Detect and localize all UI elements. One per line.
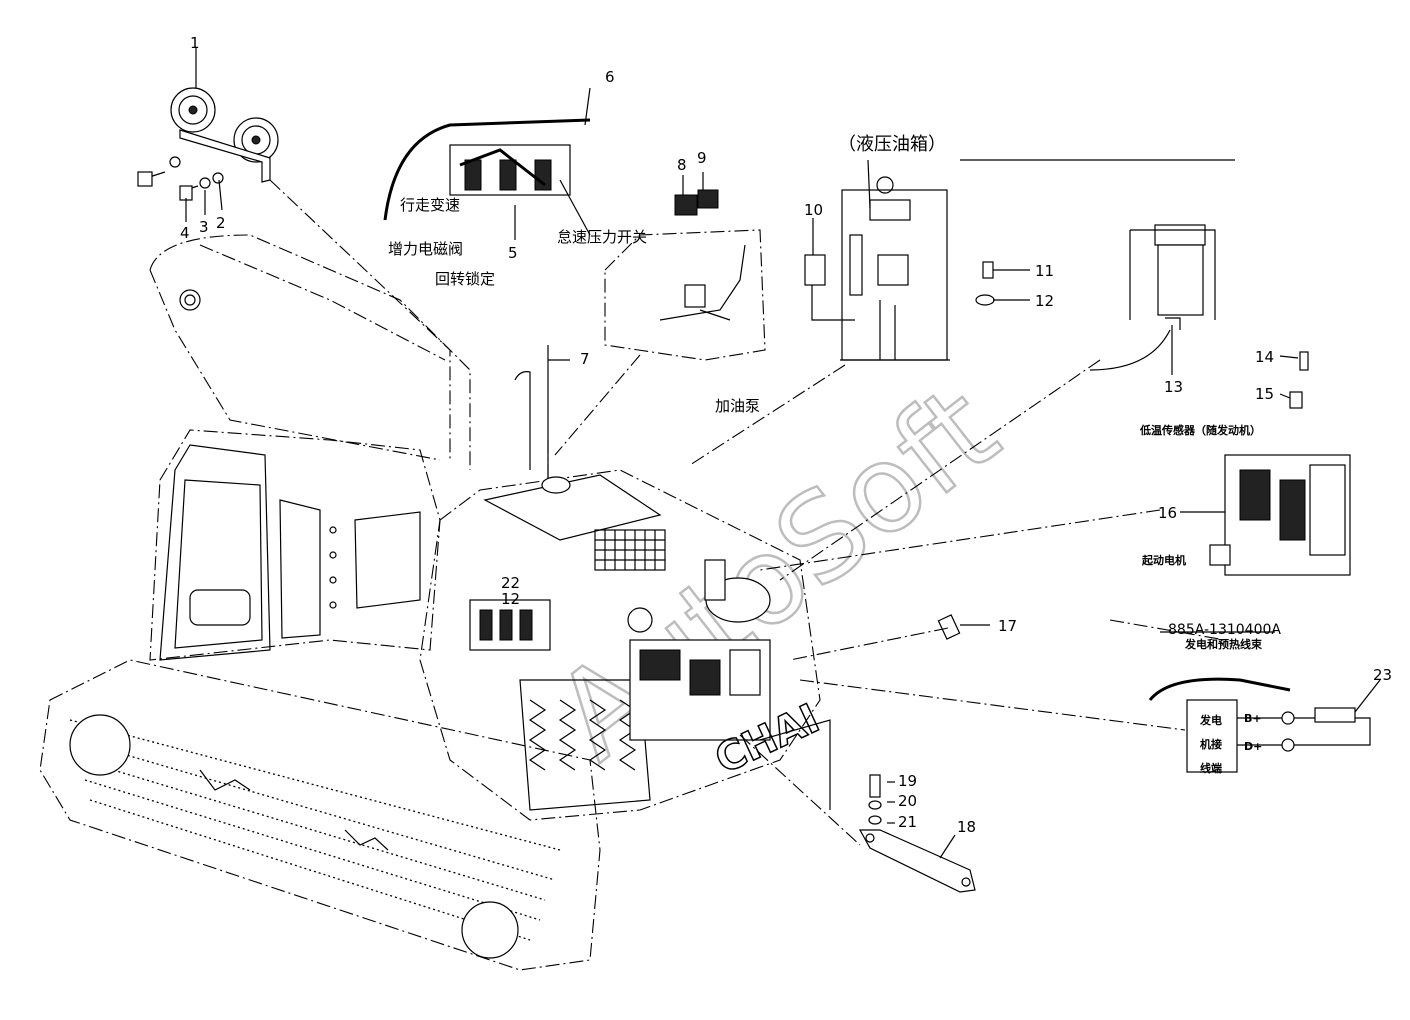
- component-labels: 行走变速 增力电磁阀 回转锁定 怠速压力开关 加油泵 （液压油箱） 低温传感器（…: [388, 134, 1281, 775]
- callout-20: 20: [898, 792, 917, 810]
- label-hydraulic-tank: （液压油箱）: [838, 134, 946, 155]
- callout-12: 12: [1035, 292, 1054, 310]
- callout-18: 18: [957, 818, 976, 836]
- callout-13: 13: [1164, 378, 1183, 396]
- label-b-plus: B+: [1244, 712, 1262, 725]
- horn-assembly: [137, 87, 279, 201]
- fuel-pump-detail: [604, 229, 766, 361]
- hydraulic-tank: [840, 176, 950, 361]
- switch-parts: [674, 189, 719, 216]
- callout-8: 8: [677, 156, 687, 174]
- callout-leaders: [185, 48, 1381, 859]
- callout-10: 10: [804, 201, 823, 219]
- callout-11: 11: [1035, 262, 1054, 280]
- callout-numbers: 1 2 3 4 5 6 7 8 9 10 11 12 13 14 15 16 1…: [180, 34, 1392, 836]
- callout-7: 7: [580, 350, 590, 368]
- callout-12b: 12: [501, 590, 520, 608]
- callout-21: 21: [898, 813, 917, 831]
- label-d-plus: D+: [1244, 740, 1262, 753]
- valve-harness-assembly: [383, 118, 591, 221]
- label-alt-terminal-1: 发电: [1199, 713, 1222, 727]
- louvers: [528, 699, 637, 771]
- filter-assembly: [1089, 224, 1216, 371]
- label-alt-terminal-3: 线端: [1200, 761, 1222, 775]
- engine-assembly: [1209, 351, 1351, 576]
- callout-5: 5: [508, 244, 518, 262]
- label-idle-pressure-switch: 怠速压力开关: [557, 228, 647, 246]
- part-11-12: [975, 261, 995, 306]
- leader-lines: [269, 179, 1226, 846]
- callout-16: 16: [1158, 504, 1177, 522]
- callout-19: 19: [898, 772, 917, 790]
- callout-17: 17: [998, 617, 1017, 635]
- label-swing-lock: 回转锁定: [435, 270, 495, 288]
- callout-22: 22: [501, 574, 520, 592]
- label-low-temp-sensor: 低温传感器（随发动机）: [1139, 423, 1261, 437]
- label-boost-solenoid: 增力电磁阀: [388, 240, 463, 258]
- part-17: [937, 614, 961, 640]
- callout-4: 4: [180, 224, 190, 242]
- label-harness-name: 发电和预热线束: [1184, 637, 1263, 651]
- callout-6: 6: [605, 68, 615, 86]
- callout-2: 2: [216, 214, 226, 232]
- excavator-drawing: CHAI: [39, 234, 831, 971]
- label-alt-terminal-2: 机接: [1200, 737, 1222, 751]
- callout-3: 3: [199, 218, 209, 236]
- label-starter-motor: 起动电机: [1141, 553, 1186, 567]
- label-fuel-pump: 加油泵: [715, 397, 760, 415]
- callout-9: 9: [697, 149, 707, 167]
- label-travel-shift: 行走变速: [400, 196, 460, 214]
- callout-15: 15: [1255, 385, 1274, 403]
- label-harness-code: 885A-1310400A: [1168, 622, 1281, 638]
- alternator-terminal: [1148, 677, 1371, 773]
- callout-14: 14: [1255, 348, 1274, 366]
- callout-1: 1: [190, 34, 200, 52]
- callout-23: 23: [1373, 666, 1392, 684]
- ground-strap: [858, 774, 976, 893]
- part-10-sender: [804, 254, 855, 321]
